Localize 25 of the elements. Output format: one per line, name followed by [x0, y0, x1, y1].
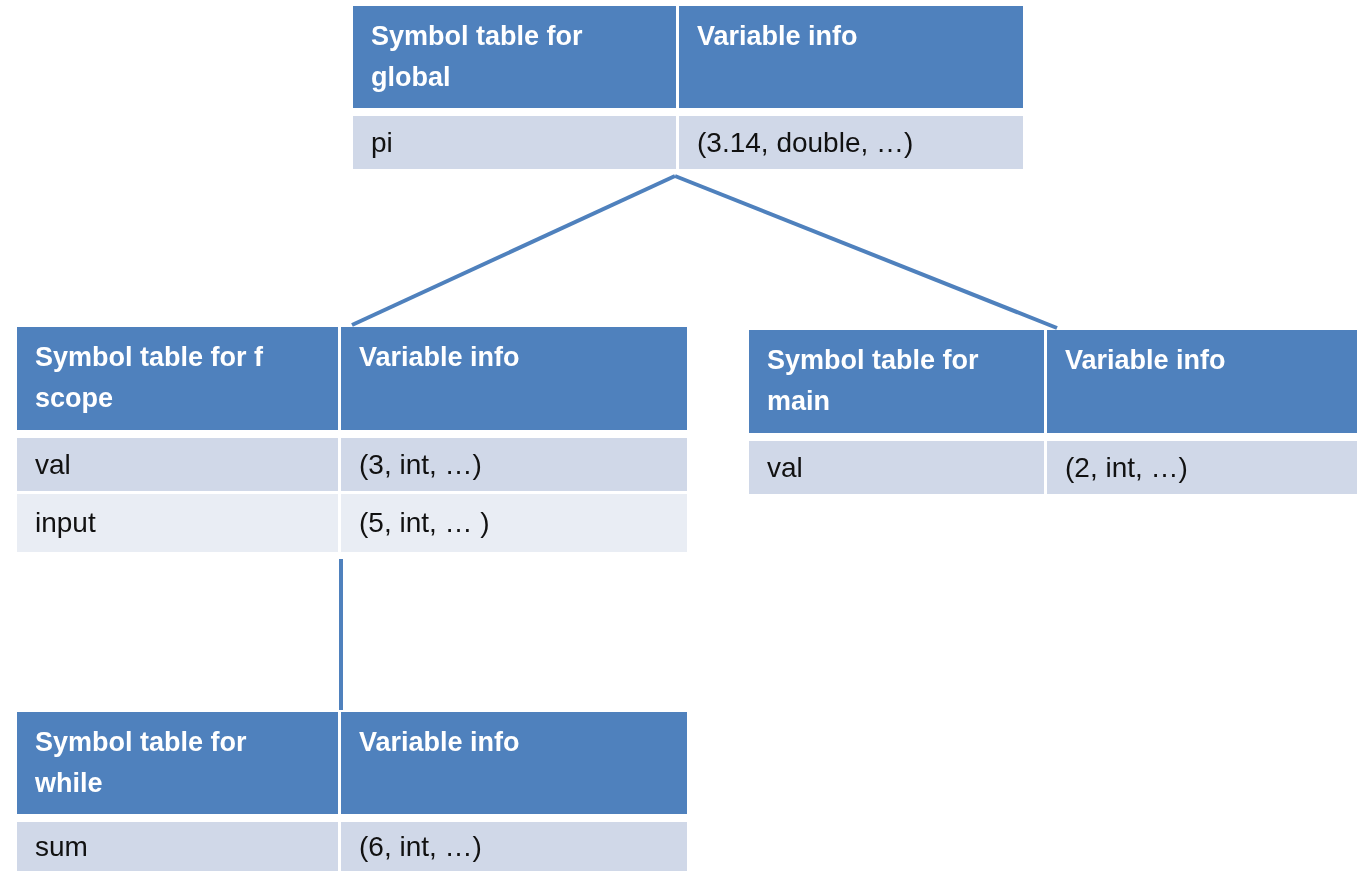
- table-cell: (3.14, double, …): [679, 116, 1023, 169]
- table-cell: val: [17, 438, 338, 491]
- table-cell: (2, int, …): [1047, 441, 1357, 494]
- connector-line: [351, 174, 676, 327]
- header-cell: Variable info: [341, 327, 687, 430]
- connector-line: [339, 559, 343, 710]
- table-cell: val: [749, 441, 1044, 494]
- table-cell: (3, int, …): [341, 438, 687, 491]
- header-cell: Variable info: [679, 6, 1023, 108]
- header-cell: Symbol table for global: [353, 6, 676, 108]
- symbol-table: [17, 327, 687, 552]
- symbol-table: [749, 330, 1357, 494]
- table-cell: (5, int, … ): [341, 494, 687, 552]
- table-cell: (6, int, …): [341, 822, 687, 871]
- table-cell: pi: [353, 116, 676, 169]
- connector-line: [674, 174, 1058, 330]
- header-cell: Symbol table for f scope: [17, 327, 338, 430]
- table-cell: input: [17, 494, 338, 552]
- header-cell: Variable info: [1047, 330, 1357, 433]
- table-cell: sum: [17, 822, 338, 871]
- symbol-table: [17, 712, 687, 871]
- symbol-table: [353, 6, 1023, 169]
- header-cell: Symbol table for main: [749, 330, 1044, 433]
- header-cell: Symbol table for while: [17, 712, 338, 814]
- header-cell: Variable info: [341, 712, 687, 814]
